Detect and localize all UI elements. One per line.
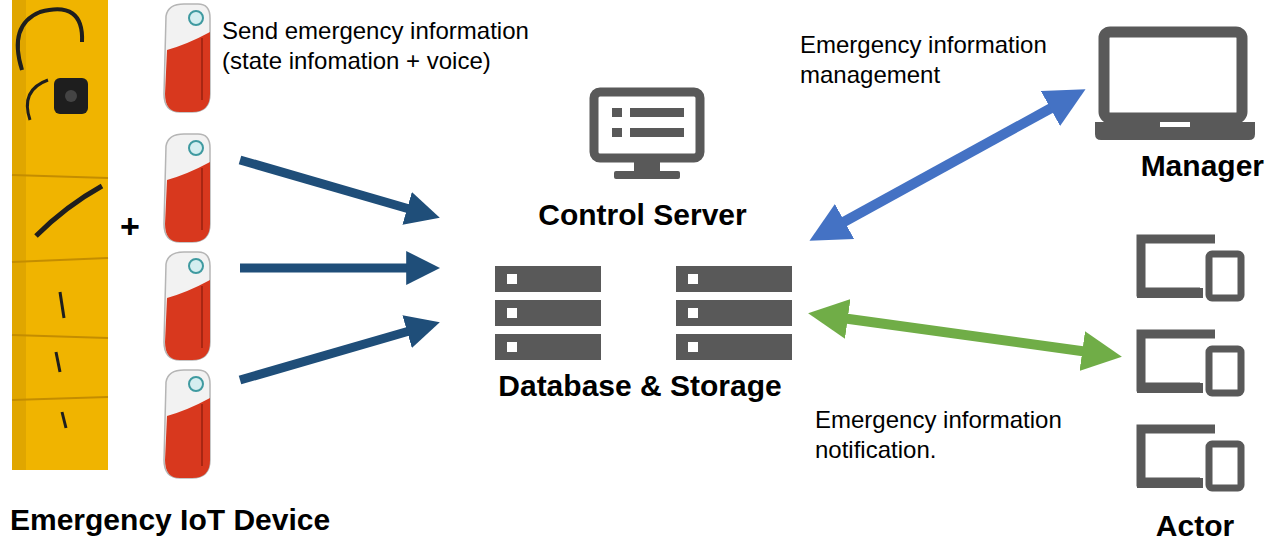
note-label: + [120, 205, 140, 248]
yellow-band-photo-part [27, 80, 48, 120]
server-stack-icon-part [495, 300, 601, 326]
actor-device-icons-part [1141, 429, 1215, 482]
server-stack-icon-part [676, 334, 792, 360]
actor-device-icons [1137, 239, 1241, 488]
yellow-band-photo-part [12, 335, 108, 338]
actor-device-icons-part [1209, 444, 1241, 488]
laptop-icon-part [1160, 122, 1190, 127]
yellow-band-photo-part [12, 0, 108, 470]
note-label: Send emergency information (state infoma… [222, 16, 542, 76]
flow-arrow [240, 264, 430, 273]
iot-pendant-devices-part [164, 252, 210, 360]
actor-device-icons-part [1137, 478, 1203, 488]
icon-node: Emergency IoT Device [0, 0, 225, 500]
actor-device-icons-part [1137, 383, 1203, 393]
actor-device-icons-part [1209, 349, 1241, 393]
yellow-band-photo-part [62, 412, 66, 428]
server-stack-icon-part [507, 308, 517, 318]
yellow-band-photo-part [36, 186, 102, 236]
server-stack-icon-part [495, 266, 601, 292]
laptop-icon-part [1104, 32, 1242, 118]
laptop-icon-part [1095, 122, 1255, 140]
icon-node: Database & Storage [470, 255, 810, 410]
monitor-icon [594, 92, 700, 179]
server-stack-icon-part [688, 342, 698, 352]
flow-arrow [240, 160, 430, 215]
monitor-icon-part [630, 128, 684, 137]
monitor-icon-part [612, 108, 622, 117]
iot-pendant-devices-part [164, 4, 210, 112]
node-title: Manager [1141, 148, 1264, 184]
server-stack-icon [495, 266, 792, 360]
yellow-band-photo-part [56, 352, 60, 372]
server-stack-icon-part [688, 274, 698, 284]
icon-node: Actor [1125, 225, 1265, 547]
edge-label: Emergency information notification. [815, 405, 1115, 465]
actor-device-icons-part [1209, 254, 1241, 298]
yellow-band-photo-part [12, 258, 108, 262]
yellow-band-photo-part [12, 175, 108, 178]
icon-node: Control Server [480, 85, 805, 240]
monitor-icon-part [612, 128, 622, 137]
monitor-icon-part [594, 92, 700, 158]
flow-arrow [240, 325, 430, 380]
yellow-band-photo-part [54, 78, 88, 114]
server-stack-icon-part [507, 342, 517, 352]
server-stack-icon-part [676, 300, 792, 326]
yellow-band-photo-part [12, 397, 108, 400]
iot-pendant-devices-part [164, 134, 210, 242]
flow-arrow [820, 315, 1110, 355]
node-title: Emergency IoT Device [10, 502, 330, 538]
node-title: Database & Storage [498, 368, 781, 404]
actor-device-icons-part [1137, 288, 1203, 298]
iot-pendant-devices [164, 4, 210, 478]
iot-pendant-devices-part [164, 370, 210, 478]
monitor-icon-part [634, 160, 660, 172]
yellow-band-photo [12, 0, 108, 470]
server-stack-icon-part [495, 334, 601, 360]
server-stack-icon-part [507, 274, 517, 284]
flow-arrow [820, 95, 1075, 235]
node-title: Control Server [538, 197, 746, 233]
node-title: Actor [1156, 508, 1234, 544]
yellow-band-photo-part [65, 90, 77, 102]
monitor-icon-part [630, 108, 684, 117]
icon-node: Manager [1090, 20, 1268, 190]
server-stack-icon-part [676, 266, 792, 292]
actor-device-icons-part [1141, 334, 1215, 387]
monitor-icon-part [614, 171, 680, 179]
edge-label: Emergency information management [800, 30, 1100, 90]
laptop-icon [1095, 32, 1255, 140]
actor-device-icons-part [1141, 239, 1215, 292]
yellow-band-photo-part [18, 9, 82, 70]
yellow-band-photo-part [60, 292, 64, 318]
server-stack-icon-part [688, 308, 698, 318]
